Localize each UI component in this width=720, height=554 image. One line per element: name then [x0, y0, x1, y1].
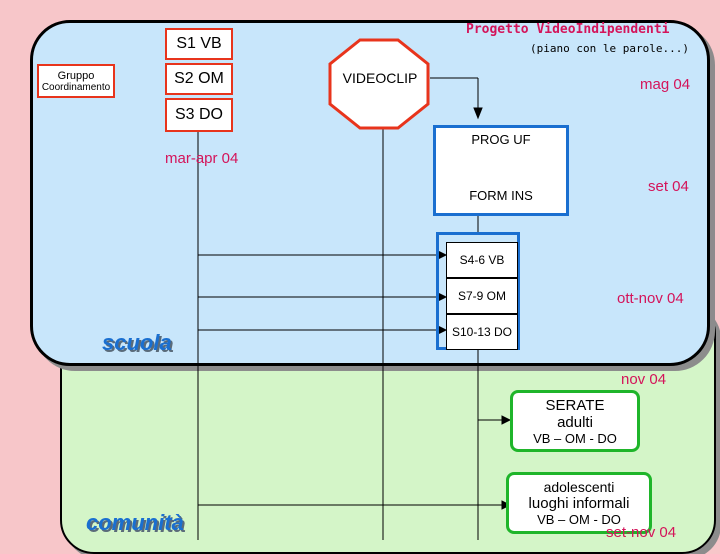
- level-box-s4-6: S4-6 VB: [446, 242, 518, 278]
- project-title: Progetto VideoIndipendenti: [466, 22, 670, 37]
- date-setnov: set-nov 04: [606, 524, 677, 541]
- adolescenti-schools-label: VB – OM - DO: [537, 512, 621, 527]
- school-box-s2: S2 OM: [165, 63, 233, 95]
- school-box-s1: S1 VB: [165, 28, 233, 60]
- form-ins-box: FORM INS: [433, 148, 569, 216]
- project-subtitle: (piano con le parole...): [530, 42, 689, 55]
- level-box-s7-9: S7-9 OM: [446, 278, 518, 314]
- videoclip-label: VIDEOCLIP: [342, 70, 418, 86]
- date-ottnov: ott-nov 04: [617, 290, 684, 307]
- gruppo-label: Gruppo: [57, 69, 95, 82]
- serate-schools-label: VB – OM - DO: [533, 430, 617, 446]
- serate-label: SERATE: [545, 396, 605, 414]
- gruppo-coordinamento-box: Gruppo Coordinamento: [37, 64, 115, 98]
- connector-lines: [197, 38, 512, 540]
- area-label-scuola: scuola: [102, 330, 172, 355]
- level-box-s10-13: S10-13 DO: [446, 314, 518, 350]
- area-label-comunita: comunità: [86, 510, 184, 535]
- coordinamento-label: Coordinamento: [41, 81, 111, 93]
- luoghi-informali-label: luoghi informali: [528, 495, 630, 512]
- adolescenti-label: adolescenti: [543, 479, 615, 495]
- videoclip-octagon: [328, 38, 430, 130]
- date-nov: nov 04: [621, 371, 667, 388]
- serate-adulti-box: SERATE adulti VB – OM - DO: [510, 390, 640, 452]
- adulti-label: adulti: [557, 413, 593, 431]
- date-set: set 04: [648, 178, 689, 195]
- adolescenti-box: adolescenti luoghi informali VB – OM - D…: [506, 472, 652, 534]
- date-marapr: mar-apr 04: [165, 150, 239, 167]
- school-box-s3: S3 DO: [165, 98, 233, 132]
- date-mag: mag 04: [640, 76, 691, 93]
